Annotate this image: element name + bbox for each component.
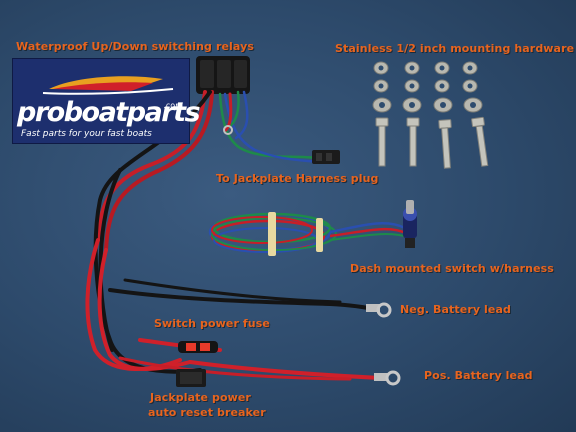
relay-wires	[96, 90, 320, 252]
proboatparts-logo: proboatparts .com Fast parts for your fa…	[12, 58, 201, 144]
label-fuse: Switch power fuse	[154, 317, 270, 330]
coiled-harness	[208, 212, 411, 256]
label-dash-switch: Dash mounted switch w/harness	[350, 262, 554, 275]
label-pos-lead: Pos. Battery lead	[424, 369, 533, 382]
label-hardware: Stainless 1/2 inch mounting hardware	[335, 42, 575, 55]
label-breaker-line2: auto reset breaker	[148, 406, 266, 419]
inline-fuse	[178, 341, 218, 353]
label-neg-lead: Neg. Battery lead	[400, 303, 511, 316]
label-harness-plug: To Jackplate Harness plug	[216, 172, 379, 185]
label-breaker-line1: Jackplate power	[150, 391, 251, 404]
speedboat-graphic	[42, 76, 174, 95]
reset-breaker	[176, 369, 206, 387]
dash-switch	[403, 200, 417, 248]
harness-plug	[312, 150, 340, 164]
logo-tagline: Fast parts for your fast boats	[21, 129, 152, 139]
cable-tie-2	[316, 218, 323, 252]
logo-brand-part1: proboat	[17, 97, 128, 128]
logo-brand-text: proboatparts	[17, 97, 201, 128]
relay-block	[196, 56, 250, 94]
battery-terminals	[366, 302, 401, 386]
logo-dotcom: .com	[163, 101, 183, 110]
label-relays: Waterproof Up/Down switching relays	[16, 40, 255, 53]
logo-brand-part2: parts	[126, 97, 201, 128]
mounting-hardware	[372, 61, 489, 169]
relay-ring-terminal	[223, 125, 233, 135]
cable-tie-1	[268, 212, 276, 256]
